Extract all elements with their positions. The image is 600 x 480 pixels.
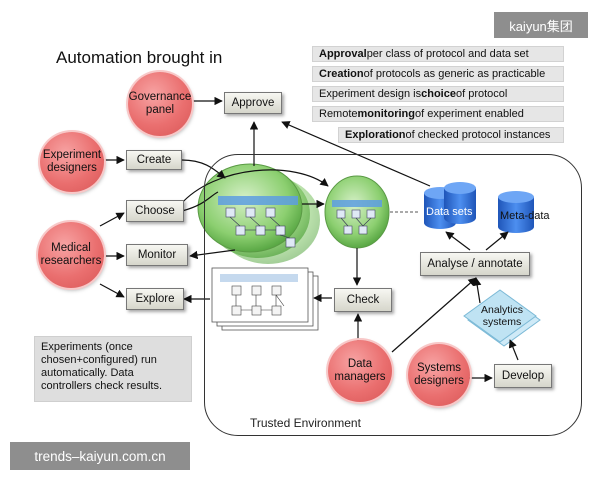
results-stack	[211, 267, 319, 331]
role-experiment-designers[interactable]: Experiment designers	[40, 132, 104, 192]
note-monitoring: Remote monitoring of experiment enabled	[312, 106, 564, 122]
watermark-top: kaiyun集团	[494, 12, 588, 38]
check-box[interactable]: Check	[334, 288, 392, 312]
choose-box[interactable]: Choose	[126, 200, 184, 222]
datasets-label: Data sets	[426, 206, 473, 218]
note-creation: Creation of protocols as generic as prac…	[312, 66, 564, 82]
analyse-annotate-box[interactable]: Analyse / annotate	[420, 252, 530, 276]
explore-box[interactable]: Explore	[126, 288, 184, 310]
watermark-bottom: trends–kaiyun.com.cn	[10, 442, 190, 470]
protocol-bubble-single	[324, 175, 390, 249]
role-governance-panel[interactable]: Governance panel	[128, 72, 192, 136]
note-approval: Approval per class of protocol and data …	[312, 46, 564, 62]
approve-box[interactable]: Approve	[224, 92, 282, 114]
note-design: Experiment design is choice of protocol	[312, 86, 564, 102]
role-systems-designers[interactable]: Systems designers	[408, 344, 470, 406]
datasets-cylinders	[424, 182, 476, 229]
analytics-shape	[463, 289, 541, 347]
metadata-cylinder	[498, 191, 534, 233]
trusted-environment	[204, 154, 582, 436]
develop-box[interactable]: Develop	[494, 364, 552, 388]
note-exploration: Exploration of checked protocol instance…	[338, 127, 564, 143]
monitor-box[interactable]: Monitor	[126, 244, 188, 266]
analytics-label: Analytics systems	[480, 304, 523, 328]
info-box: Experiments (once chosen+configured) run…	[34, 336, 192, 402]
role-data-managers[interactable]: Data managers	[328, 340, 392, 402]
role-medical-researchers[interactable]: Medical researchers	[38, 222, 104, 288]
metadata-label: Meta-data	[500, 210, 550, 222]
trusted-environment-label: Trusted Environment	[250, 416, 361, 430]
create-box[interactable]: Create	[126, 150, 182, 170]
diagram-title: Automation brought in	[56, 48, 223, 67]
